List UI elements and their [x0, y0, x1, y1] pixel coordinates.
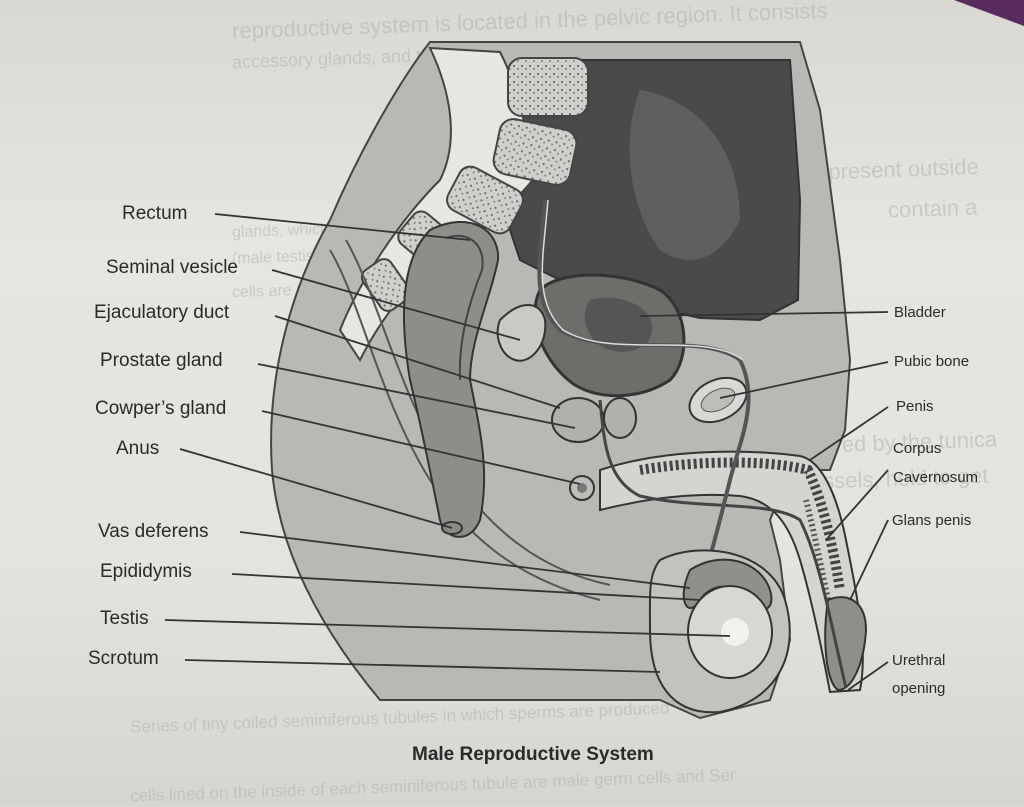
seminal-vesicle: [496, 304, 547, 362]
label-bladder: Bladder: [894, 304, 946, 321]
figure-caption: Male Reproductive System: [412, 744, 654, 765]
label-opening: opening: [892, 680, 946, 697]
label-corpus: Corpus: [893, 440, 942, 457]
label-pubic-bone: Pubic bone: [894, 353, 970, 370]
label-vas-deferens: Vas deferens: [98, 521, 209, 542]
label-glans-penis: Glans penis: [892, 512, 972, 529]
label-epididymis: Epididymis: [100, 561, 192, 582]
label-prostate-gland: Prostate gland: [100, 350, 223, 371]
rectum: [403, 220, 500, 538]
penis-shaft: [599, 450, 864, 694]
label-scrotum: Scrotum: [88, 648, 159, 669]
prostate: [551, 397, 605, 443]
label-cavernosum: Cavernosum: [893, 469, 979, 486]
label-cowpers-gland: Cowper’s gland: [95, 398, 227, 419]
label-anus: Anus: [116, 438, 160, 459]
label-ejaculatory-duct: Ejaculatory duct: [94, 302, 230, 323]
urethra: [598, 399, 848, 689]
leader-lines: [164, 213, 889, 691]
label-urethral: Urethral: [892, 652, 946, 669]
vas-deferens: [537, 199, 751, 591]
page-corner-shade: [954, 0, 1024, 26]
label-rectum: Rectum: [122, 203, 188, 224]
label-penis: Penis: [896, 398, 934, 415]
label-seminal-vesicle: Seminal vesicle: [106, 257, 238, 278]
label-testis: Testis: [100, 608, 149, 629]
glans: [824, 596, 868, 692]
